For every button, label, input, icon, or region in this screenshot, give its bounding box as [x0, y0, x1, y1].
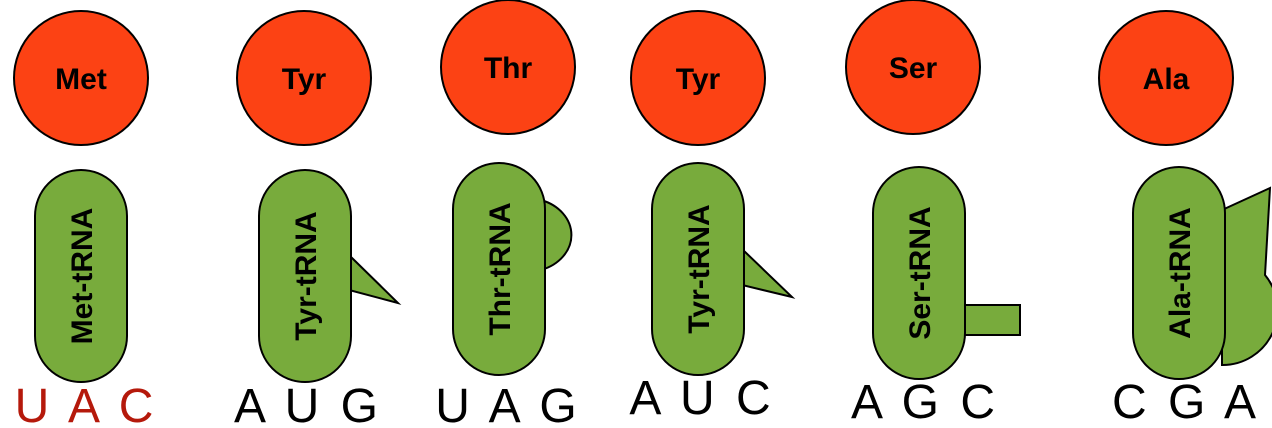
amino-acid-circle [236, 10, 372, 146]
trna-unit-met: Met Met-tRNA U A C [13, 10, 158, 428]
amino-acid-circle [440, 0, 576, 135]
trna-label: Thr-tRNA [484, 202, 517, 335]
amino-acid-label: Ser [889, 52, 938, 85]
anticodon-label: A U C [629, 372, 774, 425]
trna-unit-tyr: Tyr Tyr-tRNA A U G [234, 10, 402, 428]
rectangle-attachment [961, 304, 1021, 336]
amino-acid-label: Met [55, 63, 107, 96]
semicircle-attachment [540, 198, 573, 272]
amino-acid-circle [845, 0, 981, 135]
trna-unit-ala: Ala Ala-tRNA C G A [1098, 10, 1272, 428]
trna-unit-tyr-2: Tyr Tyr-tRNA A U C [629, 10, 796, 425]
triangle-attachment [348, 252, 402, 305]
anticodon-label: C G A [1112, 376, 1260, 428]
trna-label: Tyr-tRNA [683, 204, 716, 333]
trna-body [1132, 166, 1226, 380]
amino-acid-circle [630, 10, 766, 146]
trna-body [34, 169, 128, 383]
amino-acid-circle [13, 10, 149, 146]
amino-acid-label: Ala [1143, 63, 1190, 96]
trna-label: Ala-tRNA [1164, 207, 1197, 339]
anticodon-label: U A G [435, 380, 580, 428]
triangle-semicircle-attachment [1221, 186, 1272, 367]
triangle-attachment [741, 246, 796, 299]
trna-body [258, 169, 352, 383]
anticodon-label: A U G [234, 380, 382, 428]
trna-label: Ser-tRNA [904, 206, 937, 339]
trna-body [452, 162, 546, 376]
amino-acid-circle [1098, 10, 1234, 146]
amino-acid-label: Tyr [282, 63, 327, 96]
anticodon-label: U A C [15, 380, 158, 428]
amino-acid-label: Thr [484, 52, 533, 85]
amino-acid-label: Tyr [676, 63, 721, 96]
trna-unit-ser: Ser Ser-tRNA A G C [845, 0, 1021, 428]
anticodon-label: A G C [851, 376, 999, 428]
trna-body [872, 166, 966, 380]
trna-unit-thr: Thr Thr-tRNA U A G [435, 0, 580, 428]
trna-label: Met-tRNA [66, 208, 99, 345]
trna-body [651, 162, 745, 376]
trna-label: Tyr-tRNA [290, 211, 323, 340]
